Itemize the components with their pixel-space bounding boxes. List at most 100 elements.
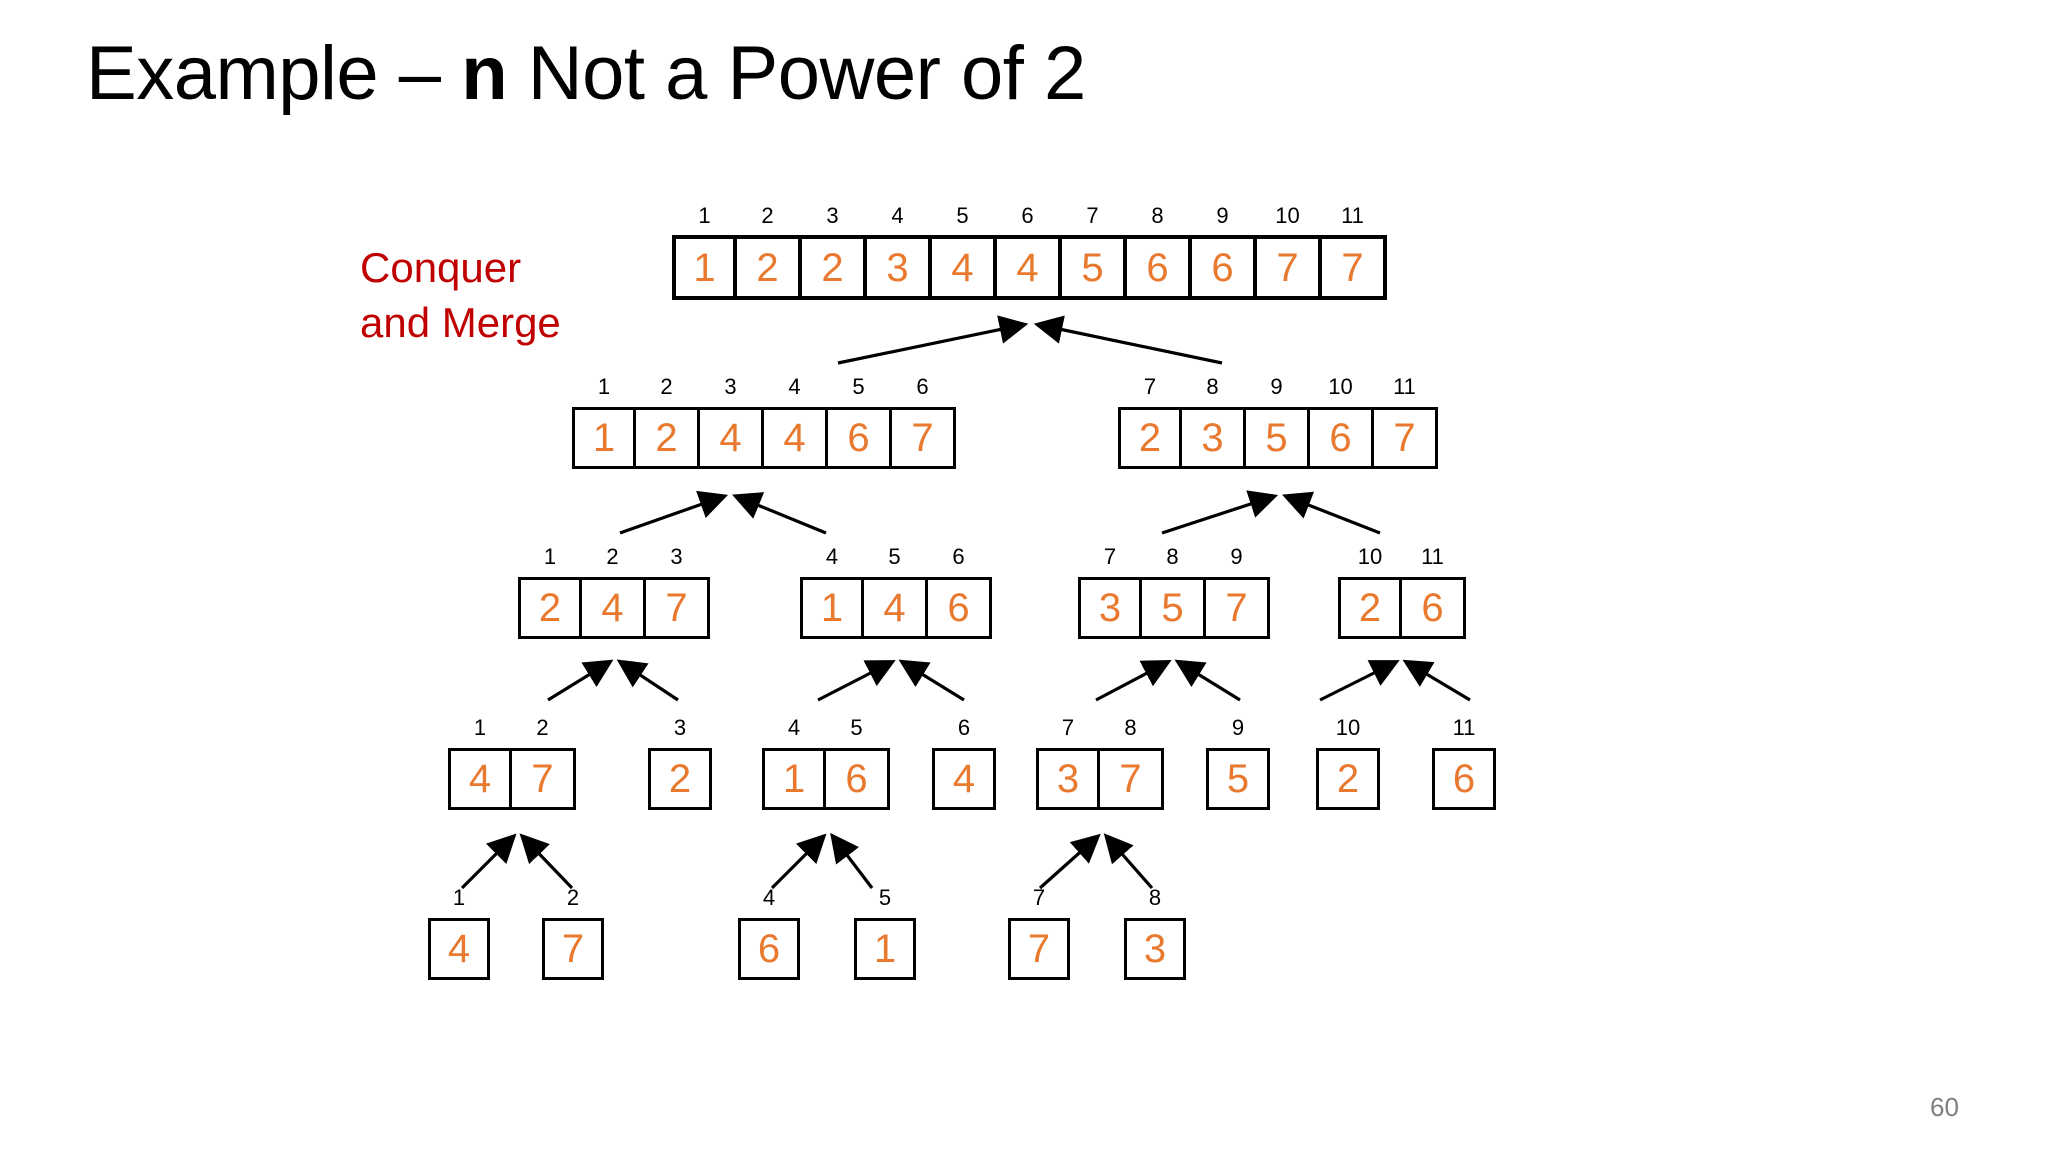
cell-value: 1 [592, 416, 616, 460]
cell-index: 3 [724, 374, 737, 399]
cell-value: 1 [693, 245, 716, 290]
array-level-3-group-2: 4 1 5 6 [762, 717, 890, 810]
cell-index: 6 [957, 715, 971, 740]
cell-value: 2 [1336, 757, 1360, 801]
arrow-group-level3-to-level2-g3 [1095, 659, 1241, 702]
cell-value: 7 [1276, 245, 1299, 290]
cell-value: 6 [1211, 245, 1234, 290]
cell-value: 4 [783, 416, 806, 460]
cell: 1 1 [572, 376, 636, 469]
cell-index: 2 [606, 544, 619, 569]
cell-value: 5 [1265, 416, 1288, 460]
cell: 6 6 [928, 546, 992, 639]
cell-value: 4 [952, 757, 976, 801]
cell: 9 5 [1206, 717, 1270, 810]
cell-value: 7 [1341, 245, 1364, 290]
cell-value: 7 [1393, 416, 1416, 460]
cell: 4 1 [762, 717, 826, 810]
cell-index: 5 [852, 374, 865, 399]
cell-index: 4 [788, 374, 801, 399]
cell-value: 7 [1027, 927, 1051, 971]
cell-index: 3 [673, 715, 687, 740]
cell: 6 4 [997, 205, 1062, 300]
cell-value: 7 [911, 416, 934, 460]
array-level-0-group-0: 1 1 2 2 3 2 4 3 5 4 6 4 7 5 8 6 [672, 205, 1387, 300]
cell-value: 7 [561, 927, 585, 971]
array-level-4-group-0: 1 4 [428, 887, 490, 980]
cell-index: 2 [761, 203, 774, 228]
cell: 2 4 [582, 546, 646, 639]
cell: 7 3 [1036, 717, 1100, 810]
cell-value: 6 [1146, 245, 1169, 290]
cell: 4 6 [738, 887, 800, 980]
array-level-2-group-3: 10 2 11 6 [1338, 546, 1466, 639]
cell-index: 2 [536, 715, 549, 740]
cell-index: 10 [1357, 544, 1383, 569]
cell-value: 2 [655, 416, 678, 460]
cell-index: 7 [1143, 374, 1157, 399]
cell: 4 3 [867, 205, 932, 300]
cell-index: 7 [1061, 715, 1075, 740]
cell: 9 6 [1192, 205, 1257, 300]
cell-value: 7 [665, 586, 688, 630]
cell-value: 6 [1421, 586, 1444, 630]
cell: 1 2 [518, 546, 582, 639]
title-variable-n: n [461, 31, 508, 116]
cell-value: 2 [821, 245, 844, 290]
cell: 1 1 [672, 205, 737, 300]
array-level-3-group-1: 3 2 [648, 717, 712, 810]
cell: 4 1 [800, 546, 864, 639]
cell: 10 7 [1257, 205, 1322, 300]
cell: 5 4 [864, 546, 928, 639]
cell: 6 7 [892, 376, 956, 469]
cell-value: 4 [951, 245, 974, 290]
cell-value: 6 [947, 586, 970, 630]
arrow-group-level2-to-level1-left [619, 490, 827, 535]
array-level-2-group-2: 7 3 8 5 9 7 [1078, 546, 1270, 639]
array-level-3-group-5: 9 5 [1206, 717, 1270, 810]
title-suffix: Not a Power of 2 [507, 31, 1087, 116]
arrow-group-level4-to-level3-g3 [1038, 833, 1154, 890]
cell-index: 9 [1231, 715, 1245, 740]
conquer-and-merge-label: Conquer and Merge [360, 244, 561, 347]
cell-index: 1 [452, 885, 466, 910]
arrow-group-level3-to-level2-g1 [547, 659, 679, 702]
cell: 2 7 [542, 887, 604, 980]
cell: 11 6 [1402, 546, 1466, 639]
cell: 11 7 [1322, 205, 1387, 300]
array-level-2-group-0: 1 2 2 4 3 7 [518, 546, 710, 639]
cell-index: 2 [566, 885, 580, 910]
cell: 8 3 [1182, 376, 1246, 469]
cell: 3 4 [700, 376, 764, 469]
cell-index: 10 [1275, 203, 1300, 228]
cell-index: 2 [660, 374, 673, 399]
arrow-group-level3-to-level2-g2 [817, 659, 965, 702]
cell: 10 6 [1310, 376, 1374, 469]
cell: 7 5 [1062, 205, 1127, 300]
cell: 7 2 [1118, 376, 1182, 469]
cell-index: 6 [1021, 203, 1034, 228]
title-prefix: Example – [86, 31, 462, 116]
cell: 5 6 [828, 376, 892, 469]
cell: 1 4 [428, 887, 490, 980]
cell-value: 6 [847, 416, 870, 460]
cell-value: 3 [1143, 927, 1167, 971]
cell-value: 2 [668, 757, 692, 801]
cell-value: 1 [820, 586, 844, 630]
cell: 1 4 [448, 717, 512, 810]
cell-value: 2 [538, 586, 562, 630]
cell: 10 2 [1316, 717, 1380, 810]
cell: 4 4 [764, 376, 828, 469]
cell: 2 2 [636, 376, 700, 469]
cell: 9 7 [1206, 546, 1270, 639]
arrow-group-level1-to-root [837, 315, 1223, 365]
array-level-4-group-4: 7 7 [1008, 887, 1070, 980]
cell-index: 1 [543, 544, 557, 569]
array-level-1-group-0: 1 1 2 2 3 4 4 4 5 6 6 7 [572, 376, 956, 469]
cell-index: 5 [850, 715, 863, 740]
cell-index: 8 [1151, 203, 1164, 228]
array-level-3-group-6: 10 2 [1316, 717, 1380, 810]
array-level-2-group-1: 4 1 5 4 6 6 [800, 546, 992, 639]
cell-index: 4 [825, 544, 839, 569]
